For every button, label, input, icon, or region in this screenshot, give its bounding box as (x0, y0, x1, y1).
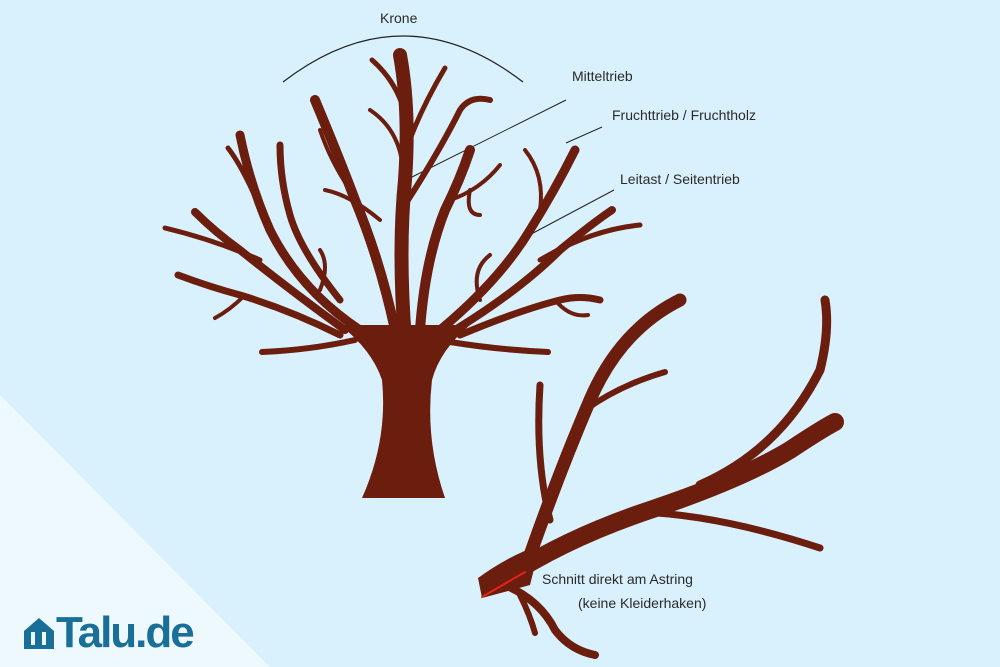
label-mitteltrieb: Mitteltrieb (572, 68, 633, 84)
label-fruchttrieb: Fruchttrieb / Fruchtholz (612, 107, 756, 123)
cut-line (481, 571, 526, 598)
leitast-pointer (519, 189, 615, 241)
label-schnitt: Schnitt direkt am Astring (542, 571, 693, 587)
mitteltrieb-pointer (409, 99, 567, 179)
house-tools-icon (24, 618, 54, 649)
cut-branch (478, 293, 844, 659)
label-leitast: Leitast / Seitentrieb (620, 171, 740, 187)
logo-text: Talu.de (56, 608, 195, 657)
label-schnitt-note: (keine Kleiderhaken) (578, 595, 707, 611)
label-krone: Krone (380, 10, 418, 26)
fruchttrieb-pointer (565, 126, 603, 144)
corner-background (0, 395, 270, 667)
tree (162, 48, 643, 498)
talu-logo[interactable]: Talu.de (22, 608, 195, 658)
crown-arc (282, 35, 524, 83)
